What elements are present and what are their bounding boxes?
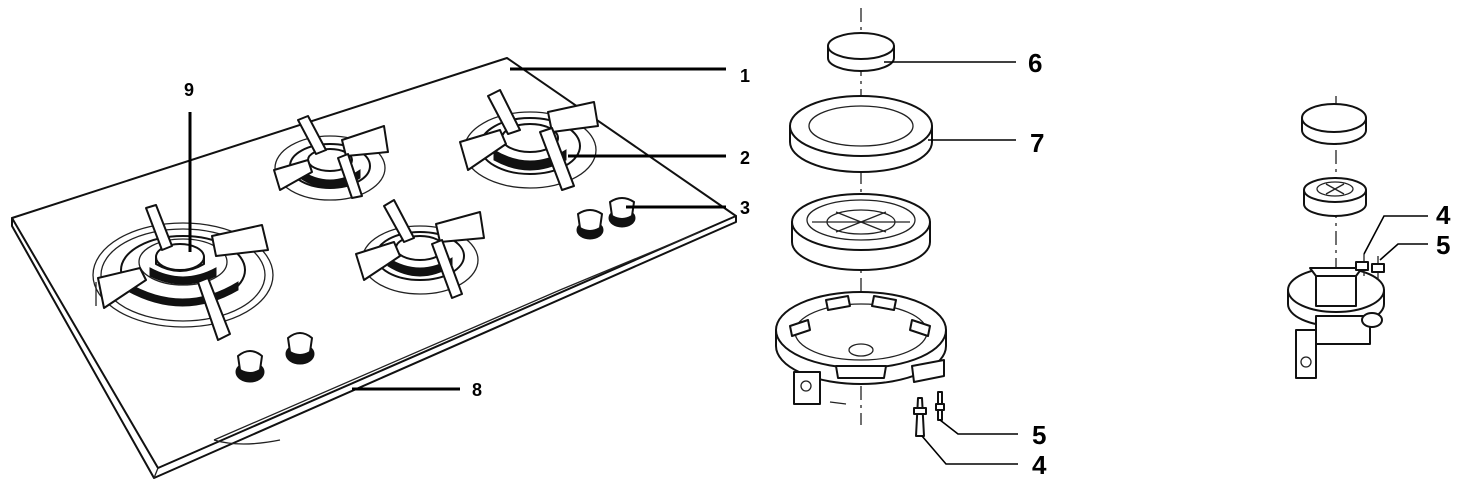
burner-exploded-view: 6 7 5 4 xyxy=(775,8,1047,480)
callout-6: 6 xyxy=(1028,48,1042,78)
knobs xyxy=(235,197,636,383)
knob-front-right xyxy=(285,332,315,365)
callout-2: 2 xyxy=(740,148,750,168)
small-burner-base xyxy=(1287,254,1385,379)
cooktop: 1 2 3 8 9 xyxy=(11,57,750,479)
small-burner-view: 4 5 xyxy=(1287,96,1451,379)
knob-rear-left xyxy=(576,209,604,240)
callout-8: 8 xyxy=(472,380,482,400)
burner-base xyxy=(775,291,947,405)
callout-4-small: 4 xyxy=(1436,200,1451,230)
callout-1: 1 xyxy=(740,66,750,86)
burner-large xyxy=(92,204,274,341)
knob-rear-right xyxy=(608,197,636,228)
burner-cap xyxy=(827,32,895,72)
burner-lower-middle xyxy=(355,199,485,299)
callout-3: 3 xyxy=(740,198,750,218)
burner-upper-right xyxy=(459,89,599,191)
knob-front-left xyxy=(235,350,265,383)
callout-4-exploded: 4 xyxy=(1032,450,1047,480)
small-burner-cap xyxy=(1301,103,1367,145)
callout-7: 7 xyxy=(1030,128,1044,158)
callout-5-small: 5 xyxy=(1436,230,1450,260)
burner-upper-left xyxy=(273,115,389,201)
small-burner-distributor xyxy=(1303,177,1367,217)
burner-distributor xyxy=(791,193,931,271)
burner-ring xyxy=(789,95,933,173)
callout-5-exploded: 5 xyxy=(1032,420,1046,450)
thermocouple-and-igniter xyxy=(913,391,945,437)
callout-9: 9 xyxy=(184,80,194,100)
